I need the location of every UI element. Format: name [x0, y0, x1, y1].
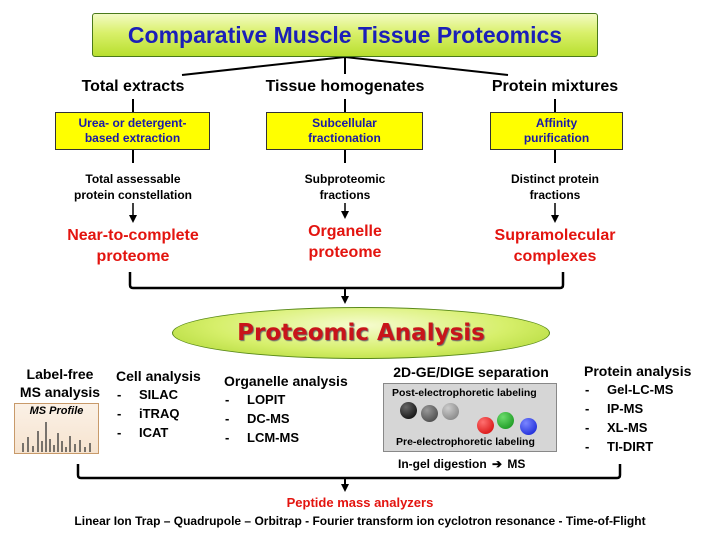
list-item: - IP-MS [585, 399, 673, 418]
protein-analysis-list: - Gel-LC-MS - IP-MS - XL-MS - TI-DIRT [585, 380, 673, 456]
result-line: Organelle [308, 223, 382, 240]
list-item-label: TI-DIRT [607, 439, 654, 454]
result-near-complete-proteome: Near-to-complete proteome [38, 225, 228, 267]
gel-labeling-panel: Post-electrophoretic labeling Pre-electr… [383, 383, 557, 452]
right-arrow-icon: ➔ [492, 457, 503, 471]
description-total-extracts: Total assessable protein constellation [43, 171, 223, 203]
list-dash: - [585, 439, 590, 454]
gel-spot-blue [520, 418, 537, 435]
list-item: - TI-DIRT [585, 437, 673, 456]
proteomic-analysis-banner: Proteomic Analysis [172, 307, 550, 359]
method-line: Affinity [535, 116, 578, 130]
post-labeling-label: Post-electrophoretic labeling [392, 387, 537, 399]
branch-line-right [344, 56, 509, 76]
list-dash: - [117, 406, 122, 421]
description-line: fractions [319, 188, 371, 202]
list-dash: - [117, 387, 122, 402]
in-gel-digestion-label: In-gel digestion [398, 457, 487, 471]
description-line: Subproteomic [304, 172, 386, 186]
ms-target-label: MS [507, 457, 526, 471]
gel-spot-light-grey [442, 403, 459, 420]
main-title: Comparative Muscle Tissue Proteomics [92, 13, 598, 57]
organelle-analysis-list: - LOPIT - DC-MS - LCM-MS [225, 390, 299, 447]
cell-analysis-list: - SILAC - iTRAQ - ICAT [117, 385, 179, 442]
list-item: - ICAT [117, 423, 179, 442]
method-line: Urea- or detergent- [78, 116, 187, 130]
result-line: proteome [308, 244, 382, 261]
column-heading-tissue-homogenates: Tissue homogenates [265, 78, 425, 95]
list-item: - LOPIT [225, 390, 299, 409]
result-supramolecular-complexes: Supramolecular complexes [465, 225, 645, 267]
description-line: Distinct protein [510, 172, 599, 186]
list-item: - XL-MS [585, 418, 673, 437]
list-dash: - [225, 411, 230, 426]
method-line: purification [523, 131, 590, 145]
list-item: - iTRAQ [117, 404, 179, 423]
description-protein-mixtures: Distinct protein fractions [475, 171, 635, 203]
list-dash: - [225, 392, 230, 407]
description-line: fractions [529, 188, 581, 202]
label-free-line: Label-free [26, 366, 94, 382]
list-item-label: LOPIT [247, 392, 286, 407]
list-item-label: iTRAQ [139, 406, 180, 421]
gel-spot-black [400, 402, 417, 419]
peptide-mass-analyzers-heading: Peptide mass analyzers [286, 495, 434, 510]
list-item-label: SILAC [139, 387, 178, 402]
gel-spot-green [497, 412, 514, 429]
method-box-affinity: Affinity purification [490, 112, 623, 150]
list-dash: - [585, 420, 590, 435]
result-line: Near-to-complete [67, 227, 199, 244]
description-tissue-homogenates: Subproteomic fractions [265, 171, 425, 203]
list-item-label: IP-MS [607, 401, 644, 416]
description-line: protein constellation [73, 188, 192, 202]
bracket-bottom [76, 464, 622, 480]
list-item-label: Gel-LC-MS [607, 382, 674, 397]
gel-spot-red [477, 417, 494, 434]
result-line: Supramolecular [494, 227, 616, 244]
gel-separation-title: 2D-GE/DIGE separation [393, 364, 549, 380]
list-item-label: LCM-MS [247, 430, 299, 445]
label-free-title: Label-free MS analysis [10, 365, 110, 401]
list-item-label: DC-MS [247, 411, 290, 426]
list-dash: - [225, 430, 230, 445]
method-box-extraction: Urea- or detergent- based extraction [55, 112, 210, 150]
ms-profile-box: MS Profile [14, 403, 99, 454]
list-item: - SILAC [117, 385, 179, 404]
column-heading-protein-mixtures: Protein mixtures [491, 78, 619, 95]
in-gel-digestion: In-gel digestion ➔ MS [398, 457, 525, 471]
result-organelle-proteome: Organelle proteome [265, 221, 425, 263]
bracket-top [128, 272, 565, 290]
method-line: fractionation [308, 131, 381, 145]
list-dash: - [117, 425, 122, 440]
cell-analysis-title: Cell analysis [116, 368, 201, 384]
ms-profile-label: MS Profile [29, 405, 84, 417]
organelle-analysis-title: Organelle analysis [224, 373, 348, 389]
list-dash: - [585, 382, 590, 397]
analyzer-list: Linear Ion Trap – Quadrupole – Orbitrap … [74, 514, 646, 528]
list-item-label: ICAT [139, 425, 169, 440]
result-line: complexes [513, 248, 597, 265]
list-item: - Gel-LC-MS [585, 380, 673, 399]
description-line: Total assessable [85, 172, 181, 186]
pre-labeling-label: Pre-electrophoretic labeling [396, 436, 535, 448]
method-line: based extraction [84, 131, 181, 145]
protein-analysis-title: Protein analysis [584, 363, 692, 379]
list-item: - LCM-MS [225, 428, 299, 447]
label-free-line: MS analysis [19, 384, 101, 400]
list-item-label: XL-MS [607, 420, 648, 435]
gel-spot-dark-grey [421, 405, 438, 422]
column-heading-total-extracts: Total extracts [81, 78, 185, 95]
branch-line-left [181, 56, 346, 76]
method-line: Subcellular [312, 116, 377, 130]
method-box-fractionation: Subcellular fractionation [266, 112, 423, 150]
ms-spectrum-icon [22, 422, 91, 452]
list-item: - DC-MS [225, 409, 299, 428]
result-line: proteome [96, 248, 170, 265]
list-dash: - [585, 401, 590, 416]
